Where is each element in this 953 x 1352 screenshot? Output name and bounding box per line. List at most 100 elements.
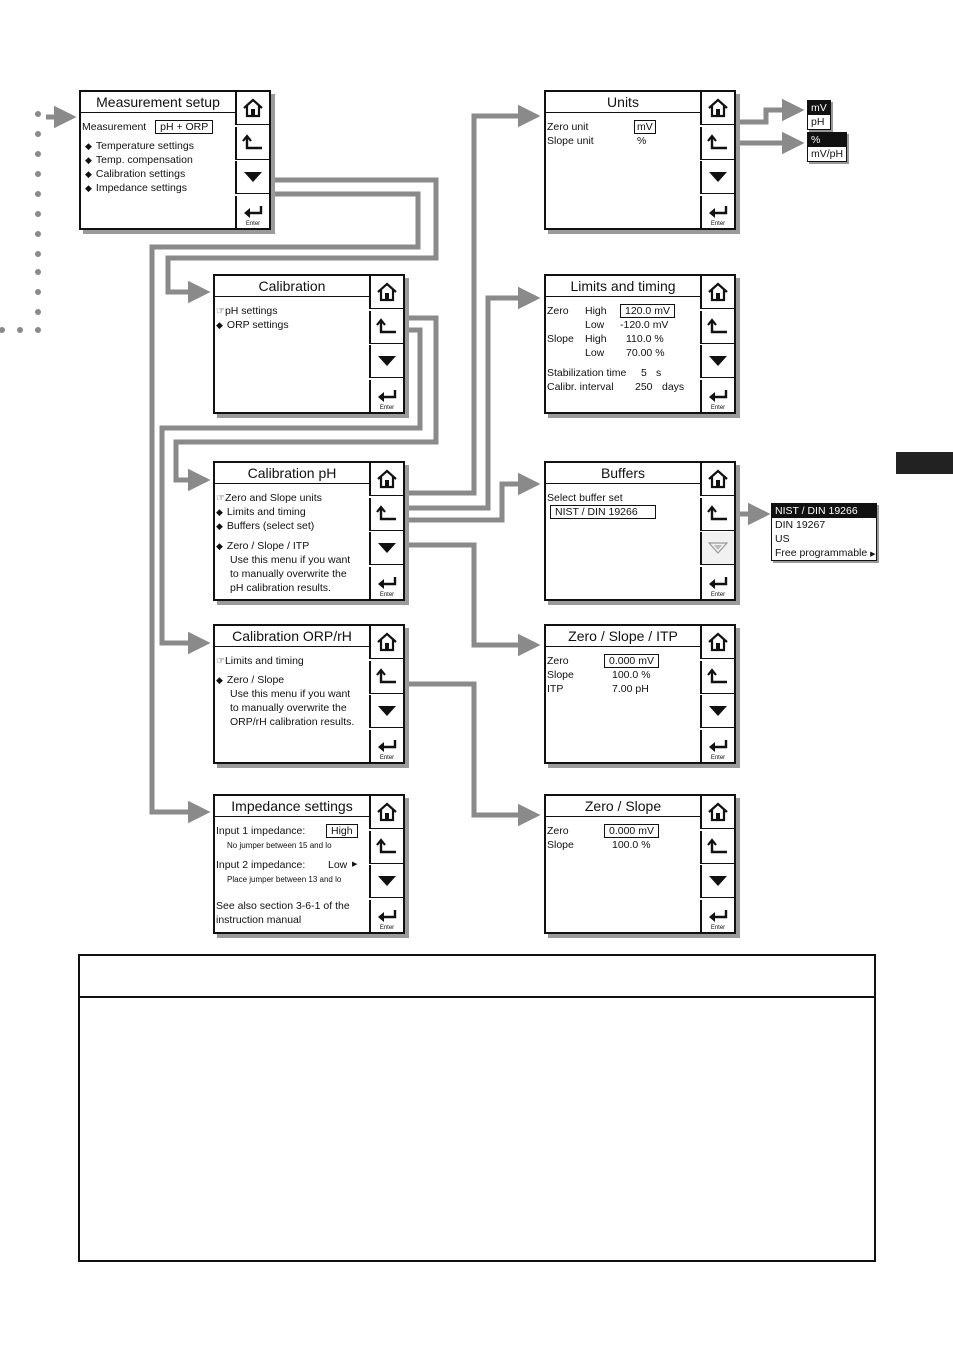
enter-button[interactable]: Enter — [700, 899, 734, 933]
menu-item-zero-slope-units[interactable]: ☞Zero and Slope units — [216, 492, 322, 504]
menu-item-limits-timing[interactable]: ☞Limits and timing — [216, 655, 304, 667]
home-icon — [707, 802, 729, 822]
back-button[interactable] — [700, 497, 734, 531]
enter-button[interactable]: Enter — [369, 729, 403, 763]
panel-title: Units — [546, 92, 700, 113]
home-button[interactable] — [235, 92, 269, 125]
back-button[interactable] — [700, 310, 734, 344]
measurement-value[interactable]: pH + ORP — [155, 120, 214, 134]
slope-high-value[interactable]: 110.0 % — [626, 333, 664, 345]
zero-low-value[interactable]: -120.0 mV — [620, 319, 669, 331]
enter-button[interactable]: Enter — [235, 195, 269, 229]
option-us[interactable]: US — [775, 533, 790, 545]
input1-label: Input 1 impedance: — [216, 825, 306, 837]
menu-item-limits-timing[interactable]: Limits and timing — [216, 505, 306, 519]
home-button[interactable] — [369, 463, 403, 496]
stabilization-value[interactable]: 5 — [641, 367, 647, 379]
back-button[interactable] — [369, 310, 403, 344]
interval-value[interactable]: 250 — [635, 381, 653, 393]
back-button[interactable] — [700, 830, 734, 864]
menu-item-zero-slope[interactable]: Zero / Slope — [216, 673, 284, 687]
menu-item-temperature[interactable]: Temperature settings — [85, 139, 194, 153]
home-button[interactable] — [700, 626, 734, 659]
zero-high-value[interactable]: 120.0 mV — [620, 304, 675, 318]
menu-item-temp-compensation[interactable]: Temp. compensation — [85, 153, 193, 167]
home-button[interactable] — [700, 796, 734, 829]
input1-value[interactable]: High — [326, 824, 358, 838]
home-button[interactable] — [700, 463, 734, 496]
home-button[interactable] — [369, 796, 403, 829]
slope-value[interactable]: 100.0 % — [612, 669, 651, 681]
high-label: High — [585, 305, 607, 317]
back-button[interactable] — [369, 660, 403, 694]
input2-row: Input 2 impedance: Low ▶ — [216, 858, 357, 872]
buffer-options: NIST / DIN 19266 DIN 19267 US Free progr… — [771, 503, 877, 561]
submenu-arrow-icon: ▶ — [352, 861, 358, 868]
back-arrow-icon — [242, 133, 264, 152]
slope-value[interactable]: 100.0 % — [612, 839, 651, 851]
back-button[interactable] — [235, 126, 269, 160]
down-triangle-icon — [708, 705, 728, 717]
slope-unit-options: % mV/pH — [807, 132, 848, 162]
enter-icon — [707, 389, 729, 403]
option-ph[interactable]: pH — [811, 116, 825, 128]
down-button[interactable] — [369, 865, 403, 898]
select-buffer-label: Select buffer set — [547, 492, 623, 504]
option-mv[interactable]: mV — [808, 101, 830, 115]
menu-item-ph-settings[interactable]: ☞pH settings — [216, 305, 278, 317]
menu-item-impedance-settings[interactable]: Impedance settings — [85, 181, 187, 195]
enter-button[interactable]: Enter — [369, 899, 403, 933]
zero-unit-value[interactable]: mV — [634, 120, 656, 134]
enter-button[interactable]: Enter — [700, 566, 734, 600]
slope-unit-value[interactable]: % — [637, 135, 647, 147]
panel-title: Calibration — [215, 276, 369, 297]
enter-icon — [376, 389, 398, 403]
menu-item-buffers[interactable]: Buffers (select set) — [216, 519, 314, 533]
home-button[interactable] — [700, 276, 734, 309]
down-triangle-icon — [377, 542, 397, 554]
enter-button[interactable]: Enter — [700, 379, 734, 413]
enter-button[interactable]: Enter — [369, 379, 403, 413]
menu-note-line: pH calibration results. — [230, 582, 331, 594]
option-din-19267[interactable]: DIN 19267 — [775, 519, 826, 531]
down-button[interactable] — [700, 345, 734, 378]
menu-item-orp-settings[interactable]: ORP settings — [216, 318, 289, 332]
zero-value[interactable]: 0.000 mV — [604, 824, 659, 838]
enter-button[interactable]: Enter — [700, 729, 734, 763]
back-button[interactable] — [700, 660, 734, 694]
home-button[interactable] — [700, 92, 734, 125]
option-percent[interactable]: % — [808, 133, 846, 147]
home-button[interactable] — [369, 626, 403, 659]
buffers-panel: Buffers Select buffer set NIST / DIN 192… — [544, 461, 736, 601]
down-button[interactable] — [369, 345, 403, 378]
buffer-set-field[interactable]: NIST / DIN 19266 — [550, 505, 656, 519]
back-button[interactable] — [700, 126, 734, 160]
enter-label: Enter — [245, 220, 261, 227]
enter-label: Enter — [379, 591, 395, 598]
menu-item-zero-slope-itp[interactable]: Zero / Slope / ITP — [216, 539, 309, 553]
down-button[interactable] — [235, 161, 269, 194]
down-button[interactable] — [700, 865, 734, 898]
down-button[interactable] — [369, 532, 403, 565]
down-button[interactable] — [700, 161, 734, 194]
zero-value[interactable]: 0.000 mV — [604, 654, 659, 668]
back-button[interactable] — [369, 497, 403, 531]
down-button[interactable] — [369, 695, 403, 728]
menu-item-calibration-settings[interactable]: Calibration settings — [85, 167, 185, 181]
enter-button[interactable]: Enter — [700, 195, 734, 229]
down-button[interactable] — [700, 695, 734, 728]
option-mv-per-ph[interactable]: mV/pH — [811, 148, 844, 160]
itp-value[interactable]: 7.00 pH — [612, 683, 649, 695]
option-free-programmable[interactable]: Free programmable ▶ — [775, 547, 876, 559]
enter-label: Enter — [710, 404, 726, 411]
option-nist-din-19266[interactable]: NIST / DIN 19266 — [772, 504, 876, 518]
interval-unit: days — [662, 381, 685, 393]
slope-low-value[interactable]: 70.00 % — [626, 347, 665, 359]
calibration-orp-panel: Calibration ORP/rH ☞Limits and timing Ze… — [213, 624, 405, 764]
enter-label: Enter — [379, 924, 395, 931]
home-button[interactable] — [369, 276, 403, 309]
back-button[interactable] — [369, 830, 403, 864]
zero-unit-options: mV pH — [807, 100, 831, 130]
input2-value[interactable]: Low — [328, 859, 348, 871]
enter-button[interactable]: Enter — [369, 566, 403, 600]
